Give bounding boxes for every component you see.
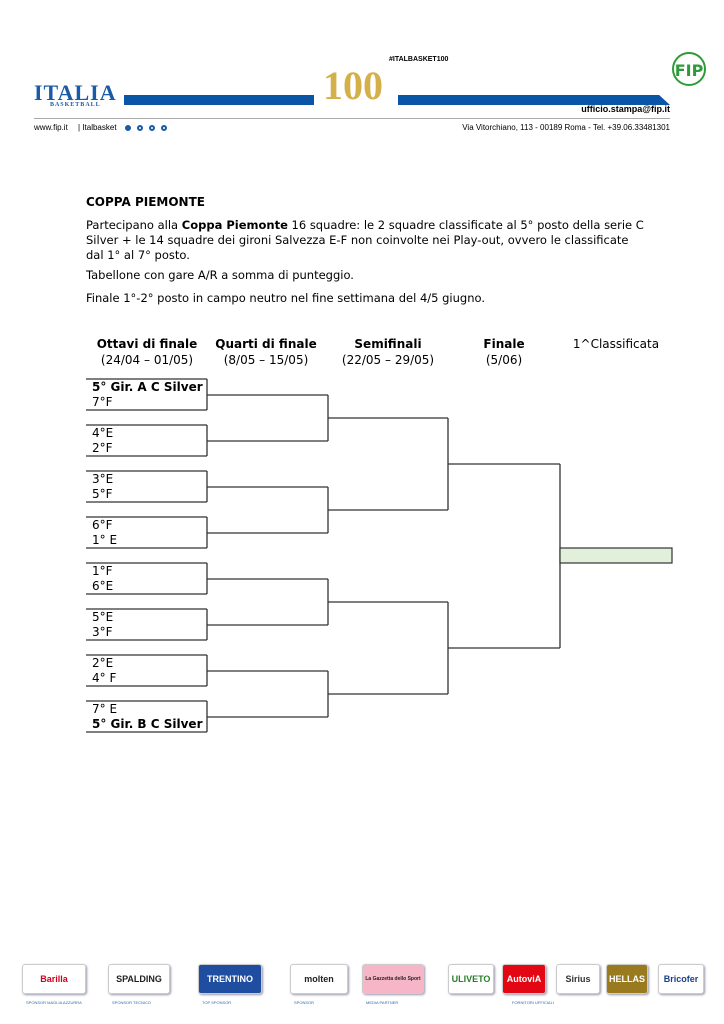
sponsor-logo: ULIVETO xyxy=(448,964,494,994)
para-text: Partecipano alla xyxy=(86,218,182,232)
header-blue-bar-right xyxy=(398,95,670,105)
website-link[interactable]: www.fip.it xyxy=(34,123,68,132)
team-slot: 4°E xyxy=(92,426,114,440)
sponsor-logo: TRENTINO xyxy=(198,964,262,994)
instagram-icon[interactable] xyxy=(148,124,155,131)
social-bar: | Italbasket xyxy=(78,123,167,132)
sponsor-label: SPONSOR TECNICO xyxy=(112,1000,152,1005)
team-slot: 3°E xyxy=(92,472,114,486)
fip-logo: FIP xyxy=(672,52,706,86)
team-slot: 5°F xyxy=(92,487,113,501)
sponsor-logo: molten xyxy=(290,964,348,994)
team-slot: 1°F xyxy=(92,564,113,578)
press-email[interactable]: ufficio.stampa@fip.it xyxy=(581,104,670,114)
team-slot: 7°F xyxy=(92,395,113,409)
header-divider xyxy=(34,118,670,119)
team-slot: 3°F xyxy=(92,625,113,639)
youtube-icon[interactable] xyxy=(160,124,167,131)
team-slot: 2°F xyxy=(92,441,113,455)
team-slot: 4° F xyxy=(92,671,117,685)
team-slot: 5° Gir. A C Silver xyxy=(92,380,203,394)
sponsor-label: SPONSOR xyxy=(294,1000,315,1005)
column-header-ottavi: Ottavi di finale(24/04 – 01/05) xyxy=(96,337,198,367)
sponsor-label: MEDIA PARTNER xyxy=(366,1000,399,1005)
para-text: 16 squadre: le 2 squadre classificate al… xyxy=(86,218,644,262)
column-header-quarti: Quarti di finale(8/05 – 15/05) xyxy=(215,337,317,367)
team-slot: 6°E xyxy=(92,579,114,593)
facebook-icon[interactable] xyxy=(124,124,131,131)
address: Via Vitorchiano, 113 - 00189 Roma - Tel.… xyxy=(462,123,670,132)
sponsor-logo: Bricofer xyxy=(658,964,704,994)
team-slot: 2°E xyxy=(92,656,114,670)
final-paragraph: Finale 1°-2° posto in campo neutro nel f… xyxy=(86,291,485,305)
sponsor-logo: Sirius xyxy=(556,964,600,994)
team-slot: 7° E xyxy=(92,702,118,716)
column-header-winner: 1^Classificata xyxy=(572,337,660,351)
twitter-icon[interactable] xyxy=(136,124,143,131)
sponsor-logo: Barilla xyxy=(22,964,86,994)
hashtag: #ITALBASKET100 xyxy=(389,56,449,63)
document-title: COPPA PIEMONTE xyxy=(86,195,205,209)
column-header-semifinali: Semifinali(22/05 – 29/05) xyxy=(341,337,435,367)
sponsor-logo: HELLAS xyxy=(606,964,648,994)
intro-paragraph: Partecipano alla Coppa Piemonte 16 squad… xyxy=(86,218,646,263)
sponsor-label: SPONSOR MAGLIA AZZURRA xyxy=(26,1000,82,1005)
team-slot: 5°E xyxy=(92,610,114,624)
winner-box xyxy=(559,547,673,564)
para-bold: Coppa Piemonte xyxy=(181,218,288,232)
social-handle: Italbasket xyxy=(82,123,117,132)
column-header-finale: Finale(5/06) xyxy=(483,337,525,367)
sponsor-logo: SPALDING xyxy=(108,964,170,994)
sponsor-label: FORNITORI UFFICIALI xyxy=(512,1000,554,1005)
team-slot: 1° E xyxy=(92,533,118,547)
header-blue-bar-left xyxy=(124,95,314,105)
sponsor-label: TOP SPONSOR xyxy=(202,1000,232,1005)
sponsor-logo: AutoviA xyxy=(502,964,546,994)
format-paragraph: Tabellone con gare A/R a somma di punteg… xyxy=(86,268,354,282)
team-slot: 5° Gir. B C Silver xyxy=(92,717,203,731)
sponsor-logo: La Gazzetta dello Sport xyxy=(362,964,424,994)
team-slot: 6°F xyxy=(92,518,113,532)
centenary-logo: 100 xyxy=(323,63,383,108)
